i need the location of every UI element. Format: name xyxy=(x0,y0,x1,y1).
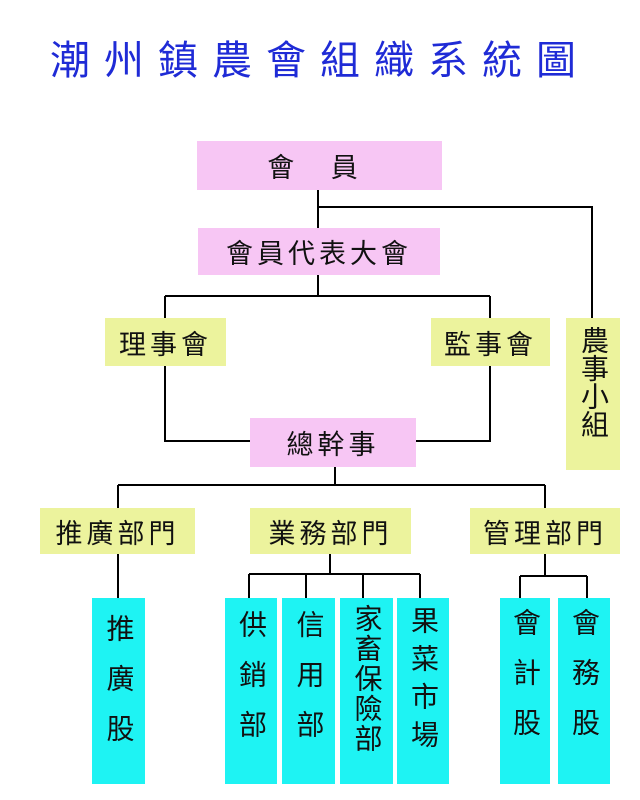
node-general-manager: 總幹事 xyxy=(250,418,416,467)
node-affairs-unit: 會務股 xyxy=(558,598,610,784)
connector-assembly-councils xyxy=(164,275,491,318)
node-members-assembly: 會員代表大會 xyxy=(198,228,440,275)
node-board-of-supervisors: 監事會 xyxy=(431,318,550,366)
chart-title: 潮州鎮農會組織系統圖 xyxy=(50,38,590,84)
node-member: 會 員 xyxy=(197,141,442,190)
node-board-of-directors: 理事會 xyxy=(105,318,226,366)
node-accounting-unit: 會計股 xyxy=(500,598,550,784)
node-fruit-vegetable-market: 果菜市場 xyxy=(397,598,449,784)
node-extension-department: 推廣部門 xyxy=(40,508,195,554)
connector-admin-units xyxy=(519,554,588,598)
connector-business-units xyxy=(248,554,421,598)
connector-supervisors-gm xyxy=(416,366,491,442)
node-administration-department: 管理部門 xyxy=(470,508,620,554)
node-livestock-insurance: 家畜保險部 xyxy=(340,598,393,784)
node-supply-sales: 供銷部 xyxy=(225,598,277,784)
node-business-department: 業務部門 xyxy=(250,508,411,554)
node-extension-unit: 推廣股 xyxy=(92,598,145,784)
connector-gm-departments xyxy=(117,467,546,508)
connector-board-gm xyxy=(164,366,250,442)
connector-member-farm-group xyxy=(318,206,593,318)
node-farm-group: 農事小組 xyxy=(566,318,620,470)
node-credit: 信用部 xyxy=(282,598,335,784)
